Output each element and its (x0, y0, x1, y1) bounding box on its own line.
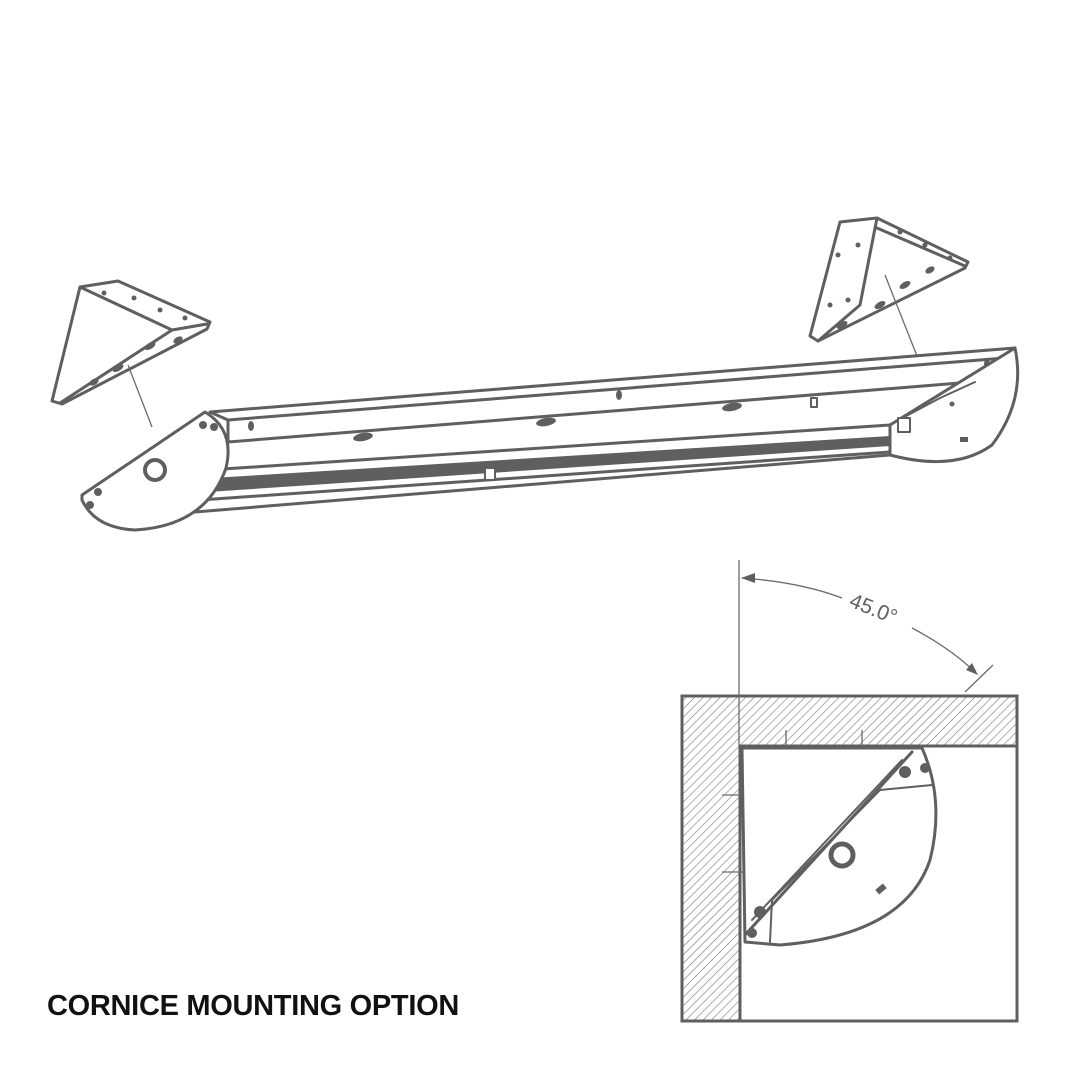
left-leader-line (127, 364, 153, 428)
angle-arc-right (911, 627, 976, 673)
left-mounting-bracket (50, 279, 212, 428)
caption-title: CORNICE MOUNTING OPTION (47, 990, 459, 1022)
angle-label: 45.0° (846, 589, 900, 629)
light-fixture (80, 346, 1020, 532)
right-leader-line (884, 274, 918, 357)
wall-ceiling-hatch (680, 694, 1019, 1023)
angle-arc-left (741, 577, 843, 599)
corner-detail-view: 45.0° (680, 560, 1019, 1023)
right-mounting-bracket (808, 216, 970, 357)
